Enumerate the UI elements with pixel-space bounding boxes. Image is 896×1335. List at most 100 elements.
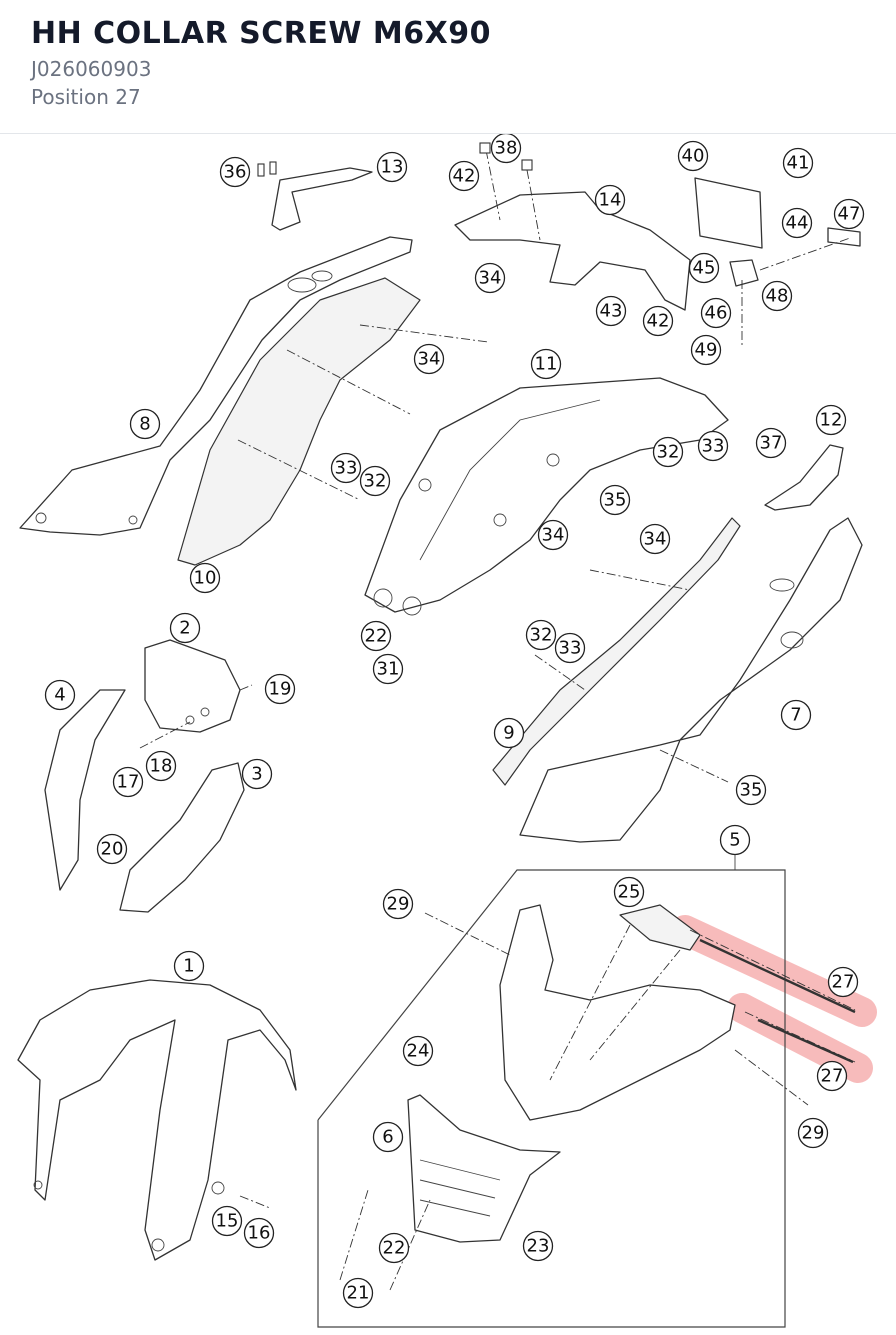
callout-40[interactable]: 40 [677,140,709,172]
callout-49[interactable]: 49 [690,334,722,366]
part-7-right-side-panel [519,517,863,843]
callout-46[interactable]: 46 [700,297,732,329]
callout-31[interactable]: 31 [372,653,404,685]
callout-16[interactable]: 16 [243,1217,275,1249]
svg-text:37: 37 [760,433,783,454]
callout-27[interactable]: 27 [827,966,859,998]
callout-32b[interactable]: 32 [359,465,391,497]
part-10-inner-panel [177,277,489,566]
callout-44[interactable]: 44 [781,207,813,239]
part-12-handle [764,444,844,511]
callout-8[interactable]: 8 [129,408,161,440]
callout-33c[interactable]: 33 [554,632,586,664]
callout-22b[interactable]: 22 [378,1232,410,1264]
part-11-rear-frame [364,377,729,616]
callout-38[interactable]: 38 [490,134,522,164]
callout-25[interactable]: 25 [613,876,645,908]
svg-text:17: 17 [117,772,140,793]
callout-34b[interactable]: 34 [413,343,445,375]
callout-13[interactable]: 13 [376,151,408,183]
svg-text:14: 14 [599,190,622,211]
svg-text:32: 32 [657,442,680,463]
callout-6[interactable]: 6 [372,1121,404,1153]
callout-37b[interactable]: 37 [755,427,787,459]
svg-text:9: 9 [503,723,514,744]
callout-20[interactable]: 20 [96,833,128,865]
svg-text:42: 42 [453,166,476,187]
part-6-rear-trim [339,1094,561,1291]
svg-text:3: 3 [251,764,262,785]
part-4-side-cover [44,689,126,891]
svg-text:6: 6 [382,1127,393,1148]
svg-text:41: 41 [787,153,810,174]
callout-4[interactable]: 4 [44,679,76,711]
callout-3[interactable]: 3 [241,758,273,790]
callout-29b[interactable]: 29 [797,1117,829,1149]
callout-42b[interactable]: 42 [642,305,674,337]
assembly-5-frame [317,855,786,1328]
callout-17[interactable]: 17 [112,766,144,798]
svg-text:35: 35 [604,490,627,511]
svg-text:40: 40 [682,146,705,167]
callout-48[interactable]: 48 [761,280,793,312]
svg-text:4: 4 [54,685,65,706]
callout-33[interactable]: 33 [697,430,729,462]
part-number: J026060903 [31,57,152,81]
part-40-plate-bracket [694,177,861,345]
svg-text:36: 36 [224,162,247,183]
svg-text:7: 7 [790,705,801,726]
svg-text:49: 49 [695,340,718,361]
callout-41[interactable]: 41 [782,147,814,179]
callout-34[interactable]: 34 [474,262,506,294]
callout-9[interactable]: 9 [493,717,525,749]
callout-37[interactable]: 36 [219,156,251,188]
callout-35[interactable]: 34 [537,519,569,551]
callout-45[interactable]: 45 [688,252,720,284]
callout-5[interactable]: 5 [719,824,751,856]
svg-text:42: 42 [647,311,670,332]
part-13-handle [257,161,373,231]
svg-text:32: 32 [364,471,387,492]
callout-27b[interactable]: 27 [816,1060,848,1092]
svg-text:22: 22 [365,626,388,647]
callout-29[interactable]: 29 [382,888,414,920]
callout-15[interactable]: 15 [211,1205,243,1237]
callout-33b[interactable]: 33 [330,452,362,484]
exploded-parts-diagram: 13 36 38 42 14 40 41 47 44 45 48 46 43 4… [17,134,877,1328]
svg-text:25: 25 [618,882,641,903]
callout-24[interactable]: 24 [402,1035,434,1067]
svg-text:18: 18 [150,756,173,777]
callout-10[interactable]: 10 [189,562,221,594]
callout-36[interactable]: 35 [599,484,631,516]
callout-11[interactable]: 11 [530,348,562,380]
callout-7[interactable]: 7 [780,699,812,731]
part-14-upper-bracket [454,142,691,311]
part-header: HH COLLAR SCREW M6X90 J026060903 Positio… [0,0,896,134]
callout-2[interactable]: 2 [169,612,201,644]
svg-text:12: 12 [820,410,843,431]
callout-12[interactable]: 12 [815,404,847,436]
callout-47[interactable]: 47 [833,198,865,230]
callout-35b[interactable]: 35 [735,774,767,806]
callout-21[interactable]: 21 [342,1277,374,1309]
svg-text:31: 31 [377,659,400,680]
callout-22[interactable]: 22 [360,620,392,652]
callout-14[interactable]: 14 [594,184,626,216]
callout-23[interactable]: 23 [522,1230,554,1262]
callout-32c[interactable]: 32 [525,619,557,651]
svg-text:34: 34 [644,529,667,550]
callout-34c[interactable]: 34 [639,523,671,555]
callout-18[interactable]: 18 [145,750,177,782]
callout-43[interactable]: 43 [595,295,627,327]
part-9-frame-rail [492,517,741,786]
callout-32[interactable]: 32 [652,436,684,468]
svg-text:48: 48 [766,286,789,307]
svg-text:27: 27 [821,1066,844,1087]
svg-text:1: 1 [183,956,194,977]
svg-text:24: 24 [407,1041,430,1062]
callout-1[interactable]: 1 [173,950,205,982]
svg-text:13: 13 [381,157,404,178]
callout-42[interactable]: 42 [448,160,480,192]
callout-19[interactable]: 19 [264,673,296,705]
svg-text:33: 33 [559,638,582,659]
